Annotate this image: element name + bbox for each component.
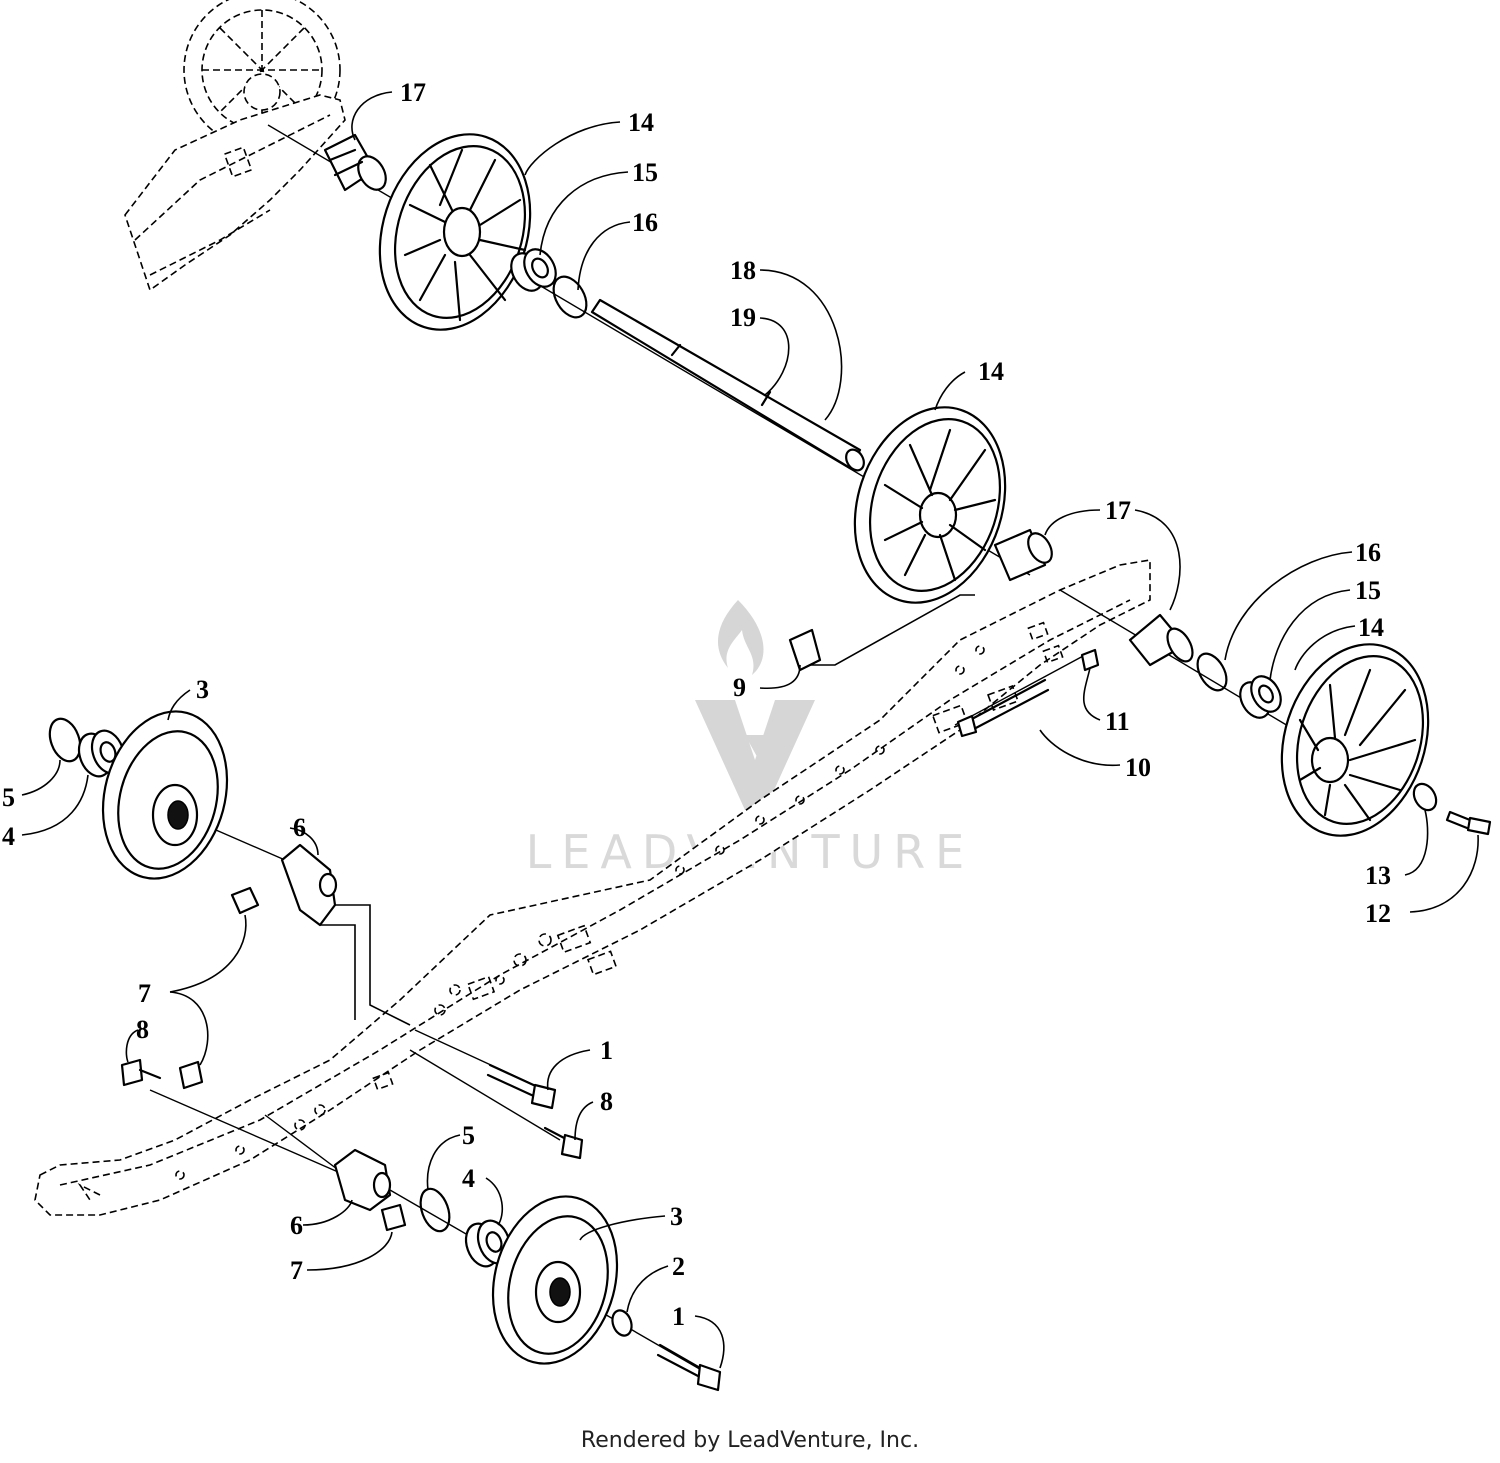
nut-lower-7a	[178, 1060, 204, 1090]
bearing-right	[1239, 675, 1282, 719]
callout-7-lower: 7	[290, 1256, 303, 1285]
callout-1-lower: 1	[672, 1302, 685, 1331]
callout-15-upper: 15	[632, 158, 658, 187]
hub-middle	[993, 528, 1053, 582]
callout-3-lower: 3	[670, 1202, 683, 1231]
callout-17-upper: 17	[400, 78, 426, 107]
callout-3-upper: 3	[196, 675, 209, 704]
bolt-1-upper	[486, 1063, 557, 1110]
bolt-lower-8a	[120, 1058, 162, 1087]
bracket-upper-6	[280, 843, 338, 927]
washer-lower	[611, 1309, 633, 1337]
upper-rail-ghost	[124, 0, 346, 292]
slide-rail-ghost	[34, 559, 1151, 1216]
callout-5-lower: 5	[462, 1121, 475, 1150]
callout-8-lower: 8	[600, 1087, 613, 1116]
callout-8-left: 8	[136, 1015, 149, 1044]
callout-6-upper: 6	[293, 813, 306, 842]
callout-15-right: 15	[1355, 576, 1381, 605]
callout-19: 19	[730, 303, 756, 332]
idler-wheel-upper-left	[378, 133, 532, 331]
callout-11: 11	[1105, 707, 1130, 736]
callout-16-upper: 16	[632, 208, 658, 237]
callout-2: 2	[672, 1252, 685, 1281]
nut-upper-7	[230, 886, 260, 915]
bearing-upper	[510, 248, 557, 292]
callout-13: 13	[1365, 861, 1391, 890]
bracket-lower-6	[333, 1148, 392, 1212]
callout-labels: 17 14 15 16 18 19 14 17 16 15 14 9 11 10…	[2, 78, 1391, 1331]
callout-14-upper: 14	[628, 108, 654, 137]
idler-wheel-middle	[853, 406, 1007, 604]
retaining-ring-upper	[552, 275, 588, 319]
callout-14-right: 14	[1358, 613, 1384, 642]
callout-6-lower: 6	[290, 1211, 303, 1240]
callout-14-middle: 14	[978, 357, 1004, 386]
callout-18: 18	[730, 256, 756, 285]
callout-9: 9	[733, 673, 746, 702]
wheel-lower	[491, 1195, 619, 1365]
bolt-8-lower	[543, 1126, 584, 1160]
callout-5-upper: 5	[2, 783, 15, 812]
callout-10: 10	[1125, 753, 1151, 782]
callout-16-right: 16	[1355, 538, 1381, 567]
footer-credit: Rendered by LeadVenture, Inc.	[580, 1428, 920, 1453]
callout-4-upper: 4	[2, 822, 15, 851]
retaining-ring-lower	[419, 1187, 451, 1233]
hub-upper-left	[323, 133, 387, 192]
washer-right	[1412, 782, 1438, 812]
callout-1-upper: 1	[600, 1036, 613, 1065]
shaft	[590, 298, 865, 472]
wheel-lower-left	[101, 710, 229, 880]
bolt-right	[1445, 810, 1492, 836]
callout-4-lower: 4	[462, 1164, 475, 1193]
callout-12: 12	[1365, 899, 1391, 928]
idler-wheel-right	[1280, 643, 1430, 837]
retaining-ring-lower-left	[48, 717, 82, 763]
bolt-lower-1	[656, 1343, 722, 1392]
callout-17-right: 17	[1105, 496, 1131, 525]
callout-7-upper: 7	[138, 979, 151, 1008]
bolt-10	[956, 678, 1050, 738]
retaining-ring-right	[1196, 652, 1228, 692]
nut-11	[1080, 648, 1100, 672]
bracket-9	[788, 628, 822, 672]
hub-right	[1128, 613, 1194, 667]
nut-lower-7b	[380, 1203, 407, 1232]
callout-leaders	[21, 91, 1479, 1369]
